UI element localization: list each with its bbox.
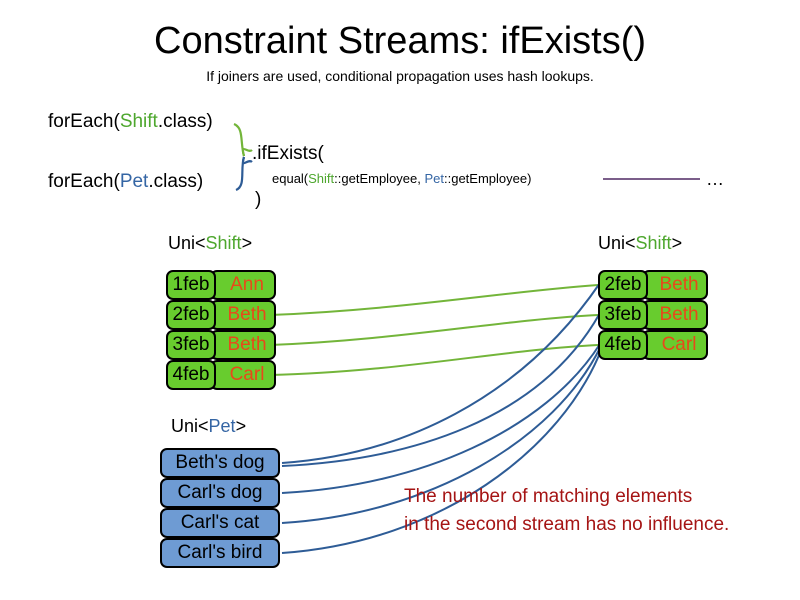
wire-blue-beths-dog-2feb bbox=[281, 282, 601, 464]
code-equal-right-rest: ::getEmployee) bbox=[444, 171, 532, 186]
right-shift-name-cell: Beth bbox=[642, 300, 708, 330]
label-right-shift-stream: Uni<Shift> bbox=[598, 232, 682, 254]
label-right-shift-suffix: > bbox=[671, 233, 683, 253]
label-left-shift-type: Shift bbox=[205, 233, 242, 253]
label-left-pet-suffix: > bbox=[235, 416, 247, 436]
brace-tip-lower bbox=[241, 156, 253, 165]
label-left-pet-type: Pet bbox=[208, 416, 236, 436]
left-shift-date-cell: 1feb bbox=[166, 270, 216, 300]
left-pet-name-cell: Beth's dog bbox=[160, 448, 280, 478]
right-shift-date-cell: 2feb bbox=[598, 270, 648, 300]
label-right-shift-type: Shift bbox=[635, 233, 672, 253]
right-shift-date-cell: 4feb bbox=[598, 330, 648, 360]
code-equal-left-rest: ::getEmployee, bbox=[334, 171, 425, 186]
code-foreach-shift-type: Shift bbox=[119, 111, 158, 132]
page-subtitle: If joiners are used, conditional propaga… bbox=[206, 68, 594, 84]
code-foreach-pet: forEach(Pet.class) bbox=[48, 170, 203, 194]
label-left-pet-stream: Uni<Pet> bbox=[171, 415, 246, 437]
label-left-shift-prefix: Uni< bbox=[168, 233, 206, 253]
wire-green-3feb bbox=[269, 314, 599, 346]
code-foreach-shift-prefix: forEach( bbox=[48, 111, 120, 132]
left-shift-date-cell: 4feb bbox=[166, 360, 216, 390]
left-pet-name-cell: Carl's bird bbox=[160, 538, 280, 568]
left-pet-row: Beth's dog bbox=[160, 448, 280, 478]
left-pet-name-cell: Carl's cat bbox=[160, 508, 280, 538]
code-foreach-pet-prefix: forEach( bbox=[48, 171, 120, 192]
page-title: Constraint Streams: ifExists() bbox=[154, 20, 646, 62]
wire-green-2feb bbox=[269, 284, 599, 316]
code-foreach-shift-suffix: .class) bbox=[157, 111, 213, 132]
left-shift-name-cell: Carl bbox=[210, 360, 276, 390]
code-equal-right-type: Pet bbox=[424, 171, 444, 186]
wire-blue-beths-dog-3feb bbox=[281, 312, 601, 467]
brace-upper-arm bbox=[233, 122, 246, 157]
annotation-note: The number of matching elements in the s… bbox=[404, 483, 729, 539]
left-pet-row: Carl's dog bbox=[160, 478, 280, 508]
label-left-shift-suffix: > bbox=[241, 233, 253, 253]
left-shift-name-cell: Beth bbox=[210, 300, 276, 330]
code-close-paren: ) bbox=[255, 189, 262, 210]
annotation-note-line2: in the second stream has no influence. bbox=[404, 514, 730, 535]
code-equal-prefix: equal( bbox=[272, 171, 309, 186]
left-pet-row: Carl's cat bbox=[160, 508, 280, 538]
wire-blue-carls-dog-4feb bbox=[281, 343, 601, 494]
left-shift-date-cell: 2feb bbox=[166, 300, 216, 330]
left-pet-name-cell: Carl's dog bbox=[160, 478, 280, 508]
brace-tip-upper bbox=[241, 147, 253, 157]
wire-green-4feb bbox=[269, 344, 599, 376]
code-equal-left-type: Shift bbox=[308, 171, 335, 186]
label-left-pet-prefix: Uni< bbox=[171, 416, 209, 436]
right-shift-name-cell: Carl bbox=[642, 330, 708, 360]
left-shift-date-cell: 3feb bbox=[166, 330, 216, 360]
label-right-shift-prefix: Uni< bbox=[598, 233, 636, 253]
left-shift-name-cell: Ann bbox=[210, 270, 276, 300]
annotation-note-line1: The number of matching elements bbox=[404, 486, 693, 507]
right-shift-date-cell: 3feb bbox=[598, 300, 648, 330]
label-left-shift-stream: Uni<Shift> bbox=[168, 232, 252, 254]
code-ifexists: .ifExists( bbox=[252, 143, 324, 164]
brace-lower-arm bbox=[235, 156, 246, 192]
code-ellipsis: … bbox=[706, 169, 724, 189]
code-foreach-shift: forEach(Shift.class) bbox=[48, 110, 213, 134]
left-shift-name-cell: Beth bbox=[210, 330, 276, 360]
left-pet-row: Carl's bird bbox=[160, 538, 280, 568]
code-foreach-pet-type: Pet bbox=[119, 171, 149, 192]
code-foreach-pet-suffix: .class) bbox=[148, 171, 204, 192]
right-shift-name-cell: Beth bbox=[642, 270, 708, 300]
code-equal-joiner: equal(Shift::getEmployee, Pet::getEmploy… bbox=[272, 170, 531, 188]
